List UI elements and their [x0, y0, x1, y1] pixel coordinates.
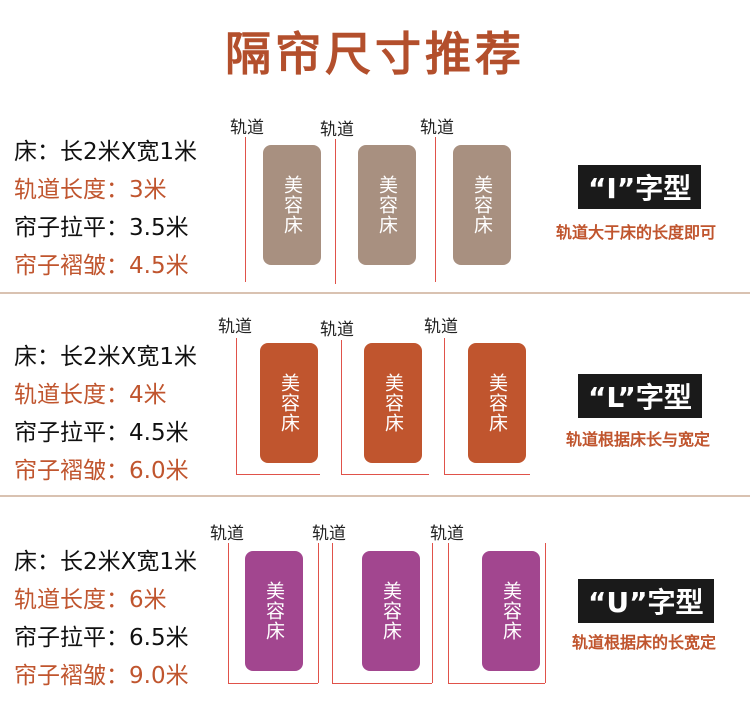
bed-size-text: 床：长2米X宽1米: [14, 139, 198, 165]
track-rail: [341, 340, 342, 474]
track-rail: [228, 683, 318, 684]
beauty-bed: 美容床: [482, 551, 540, 671]
track-label: 轨道: [312, 524, 346, 544]
curtain-flat-text: 帘子拉平：6.5米: [14, 625, 189, 651]
curtain-flat-text: 帘子拉平：4.5米: [14, 420, 189, 446]
track-rail: [341, 474, 429, 475]
track-rail: [228, 543, 229, 683]
spec-list: 床：长2米X宽1米 轨道长度：6米 帘子拉平：6.5米 帘子褶皱：9.0米: [14, 543, 197, 695]
spec-list: 床：长2米X宽1米 轨道长度：3米 帘子拉平：3.5米 帘子褶皱：4.5米: [14, 133, 197, 285]
track-label: 轨道: [218, 317, 252, 337]
track-rail: [448, 543, 449, 683]
bed-size-text: 床：长2米X宽1米: [14, 549, 198, 575]
beauty-bed: 美容床: [453, 145, 511, 265]
shape-badge: “U”字型: [578, 579, 714, 623]
shape-description: 轨道根据床的长宽定: [572, 633, 717, 652]
section-i-shape: 床：长2米X宽1米 轨道长度：3米 帘子拉平：3.5米 帘子褶皱：4.5米 轨道…: [0, 105, 750, 295]
track-rail: [444, 474, 530, 475]
shape-badge: “I”字型: [578, 165, 702, 209]
layout-diagram: 轨道 轨道 轨道 美容床 美容床 美容床: [0, 105, 750, 295]
curtain-pleated-text: 帘子褶皱：9.0米: [14, 663, 189, 689]
track-rail: [332, 683, 432, 684]
beauty-bed: 美容床: [263, 145, 321, 265]
track-rail: [318, 543, 319, 683]
track-rail: [545, 543, 546, 683]
shape-description: 轨道大于床的长度即可: [556, 223, 717, 242]
page-title: 隔帘尺寸推荐: [225, 27, 525, 81]
track-rail: [236, 338, 237, 474]
track-label: 轨道: [430, 524, 464, 544]
track-label: 轨道: [320, 120, 354, 140]
track-length-text: 轨道长度：3米: [14, 177, 167, 203]
track-label: 轨道: [424, 317, 458, 337]
layout-diagram: 轨道 轨道 轨道 美容床 美容床 美容床: [0, 505, 750, 713]
track-rail: [245, 137, 246, 282]
track-label: 轨道: [320, 320, 354, 340]
track-rail: [444, 338, 445, 474]
track-label: 轨道: [230, 118, 264, 138]
beauty-bed: 美容床: [260, 343, 318, 463]
track-label: 轨道: [420, 118, 454, 138]
track-rail: [448, 683, 545, 684]
curtain-pleated-text: 帘子褶皱：4.5米: [14, 253, 189, 279]
section-l-shape: 床：长2米X宽1米 轨道长度：4米 帘子拉平：4.5米 帘子褶皱：6.0米 轨道…: [0, 300, 750, 496]
curtain-pleated-text: 帘子褶皱：6.0米: [14, 458, 189, 484]
beauty-bed: 美容床: [245, 551, 303, 671]
section-divider: [0, 292, 750, 294]
track-rail: [435, 137, 436, 282]
track-rail: [335, 139, 336, 284]
bed-size-text: 床：长2米X宽1米: [14, 344, 198, 370]
beauty-bed: 美容床: [362, 551, 420, 671]
track-rail: [236, 474, 320, 475]
beauty-bed: 美容床: [358, 145, 416, 265]
track-rail: [432, 543, 433, 683]
shape-description: 轨道根据床长与宽定: [566, 430, 711, 449]
shape-badge: “L”字型: [578, 374, 702, 418]
spec-list: 床：长2米X宽1米 轨道长度：4米 帘子拉平：4.5米 帘子褶皱：6.0米: [14, 338, 197, 490]
section-divider: [0, 495, 750, 497]
curtain-flat-text: 帘子拉平：3.5米: [14, 215, 189, 241]
track-length-text: 轨道长度：4米: [14, 382, 167, 408]
beauty-bed: 美容床: [468, 343, 526, 463]
track-length-text: 轨道长度：6米: [14, 587, 167, 613]
track-rail: [332, 543, 333, 683]
beauty-bed: 美容床: [364, 343, 422, 463]
section-u-shape: 床：长2米X宽1米 轨道长度：6米 帘子拉平：6.5米 帘子褶皱：9.0米 轨道…: [0, 505, 750, 713]
layout-diagram: 轨道 轨道 轨道 美容床 美容床 美容床: [0, 300, 750, 496]
track-label: 轨道: [210, 524, 244, 544]
